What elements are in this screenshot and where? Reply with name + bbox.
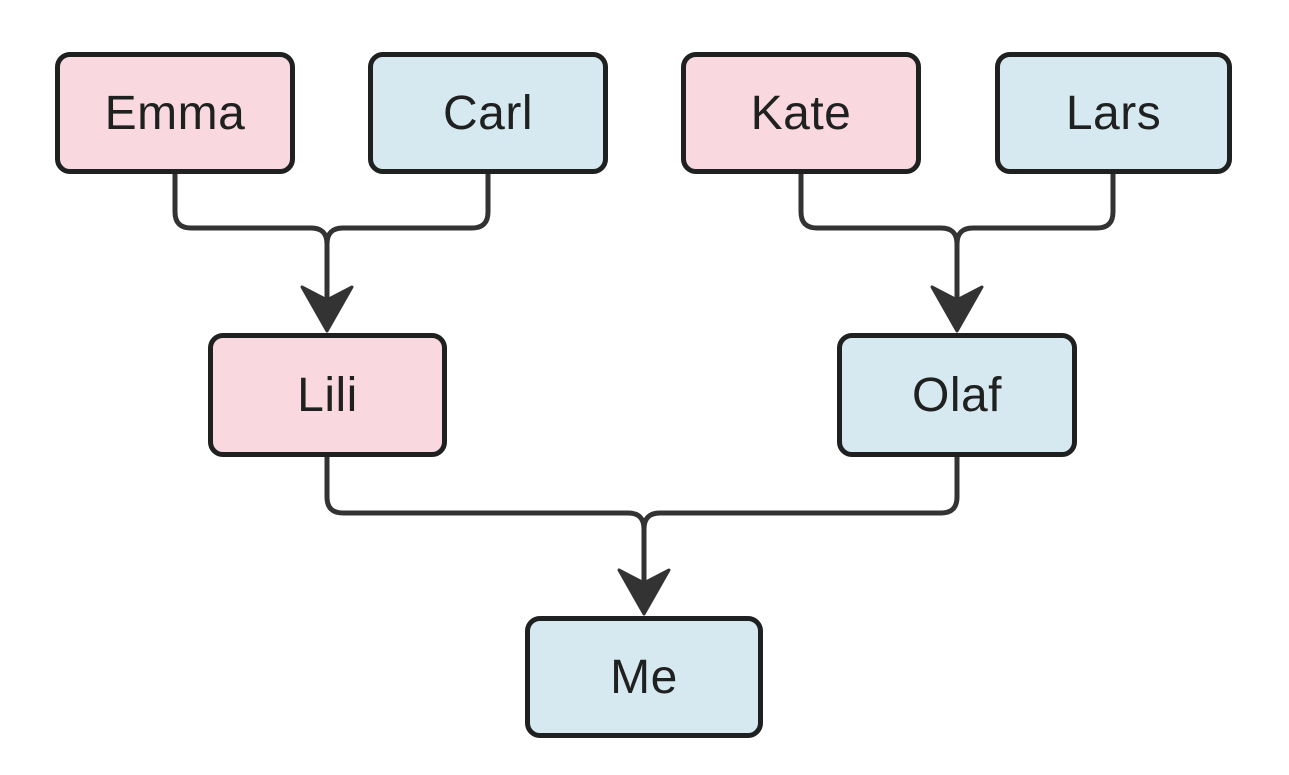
edge-kate-to-olaf xyxy=(798,171,960,304)
node-emma: Emma xyxy=(55,52,295,174)
node-carl: Carl xyxy=(368,52,608,174)
node-lili-label: Lili xyxy=(297,368,358,422)
edge-carl-to-lili xyxy=(324,171,491,275)
node-kate: Kate xyxy=(681,52,921,174)
edge-olaf-to-me xyxy=(641,454,960,559)
node-olaf-label: Olaf xyxy=(911,368,1003,422)
edge-lars-to-olaf xyxy=(954,171,1116,275)
node-carl-label: Carl xyxy=(442,86,533,140)
edge-lili-to-me xyxy=(324,454,647,587)
node-me-label: Me xyxy=(610,650,678,704)
node-lars-label: Lars xyxy=(1065,86,1162,140)
node-me: Me xyxy=(525,616,763,738)
arrowhead-me xyxy=(617,568,671,616)
node-kate-label: Kate xyxy=(750,86,852,140)
arrowhead-lili xyxy=(300,285,354,333)
edge-emma-to-lili xyxy=(172,171,330,304)
node-lars: Lars xyxy=(995,52,1232,174)
node-lili: Lili xyxy=(208,333,447,457)
arrowhead-olaf xyxy=(930,285,984,333)
node-olaf: Olaf xyxy=(837,333,1077,457)
node-emma-label: Emma xyxy=(104,86,246,140)
